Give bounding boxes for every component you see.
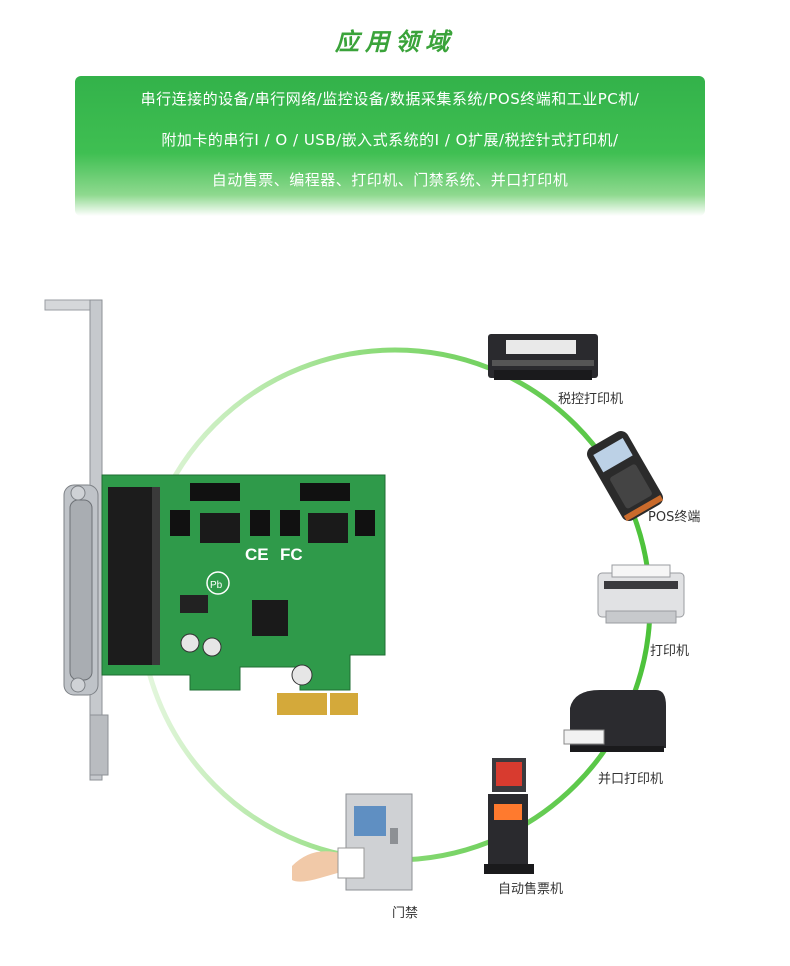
device-label-parallel-printer: 并口打印机 <box>598 772 664 787</box>
dot-matrix-printer-icon <box>486 328 600 388</box>
pos-terminal-icon <box>580 430 670 526</box>
device-label-printer: 打印机 <box>650 644 690 659</box>
banner-line-1: 串行连接的设备/串行网络/监控设备/数据采集系统/POS终端和工业PC机/ <box>140 90 640 108</box>
fc-mark: FC <box>280 545 303 564</box>
label-printer-icon <box>560 686 670 762</box>
device-label-access-control: 门禁 <box>392 906 419 921</box>
pb-free-mark: Pb <box>210 580 223 591</box>
section-title: 应用领域 <box>335 28 455 56</box>
device-label-pos: POS终端 <box>648 510 701 525</box>
banner-line-3: 自动售票、编程器、打印机、门禁系统、并口打印机 <box>211 171 569 189</box>
banner-line-2: 附加卡的串行I / O / USB/嵌入式系统的I / O扩展/税控针式打印机/ <box>161 131 619 149</box>
ce-mark: CE <box>245 545 269 564</box>
device-label-tax-printer: 税控打印机 <box>558 392 624 407</box>
application-banner: 串行连接的设备/串行网络/监控设备/数据采集系统/POS终端和工业PC机/ 附加… <box>75 76 705 216</box>
access-control-icon <box>290 792 415 896</box>
ticket-kiosk-icon <box>482 756 542 880</box>
laser-printer-icon <box>594 563 688 631</box>
device-label-kiosk: 自动售票机 <box>498 882 564 897</box>
pcie-parallel-card-image: CE FC Pb <box>44 299 386 781</box>
